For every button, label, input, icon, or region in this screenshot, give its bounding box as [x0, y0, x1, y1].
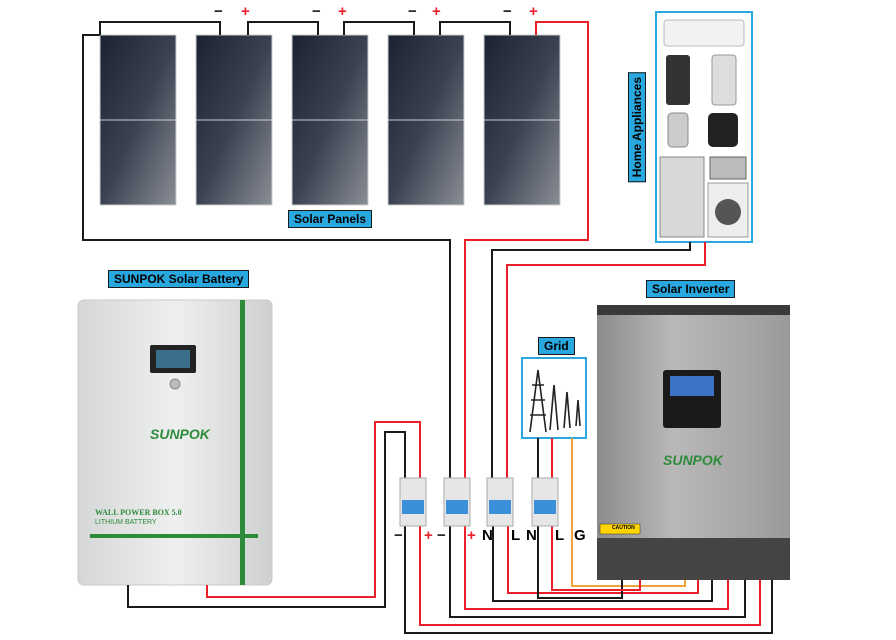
solar-panel	[291, 34, 369, 206]
inverter-lcd	[670, 376, 714, 396]
battery-power-button	[169, 378, 181, 390]
terminal-ground: G	[574, 527, 586, 544]
solar-panel	[195, 34, 273, 206]
battery-model: WALL POWER BOX 5.0	[95, 508, 182, 517]
breaker-battery	[399, 477, 427, 527]
breakers	[399, 477, 559, 527]
polarity-positive: +	[432, 3, 441, 20]
battery-type: LITHIUM BATTERY	[95, 519, 157, 526]
washing-machine-icon	[707, 182, 749, 238]
breaker-grid	[531, 477, 559, 527]
solar-panel	[387, 34, 465, 206]
solar-panels-label: Solar Panels	[288, 210, 373, 228]
grid-box	[521, 357, 587, 439]
panel-wiring	[82, 21, 589, 478]
terminal-battery-negative: −	[394, 527, 403, 544]
oven-icon	[709, 156, 747, 180]
terminal-pv-positive: +	[467, 527, 476, 544]
blender-icon	[666, 55, 690, 105]
terminal-grid-live: L	[555, 527, 565, 544]
polarity-negative: −	[408, 3, 417, 20]
inverter-caution-sticker: CAUTION	[612, 525, 635, 531]
power-tower-icon	[529, 369, 581, 433]
air-fryer-icon	[708, 113, 738, 147]
terminal-output-live: L	[511, 527, 521, 544]
solar-panel-array	[99, 34, 561, 206]
sunpok-battery	[77, 299, 273, 586]
terminal-pv-negative: −	[437, 527, 446, 544]
polarity-positive: +	[529, 3, 538, 20]
polarity-negative: −	[312, 3, 321, 20]
terminal-output-neutral: N	[482, 527, 493, 544]
home-appliances-label: Home Appliances	[628, 72, 646, 183]
solar-inverter	[597, 305, 790, 580]
solar-panel	[483, 34, 561, 206]
polarity-negative: −	[214, 3, 223, 20]
polarity-negative: −	[503, 3, 512, 20]
air-conditioner-icon	[663, 19, 745, 47]
grid-label: Grid	[538, 337, 575, 355]
polarity-positive: +	[338, 3, 347, 20]
breaker-pv	[443, 477, 471, 527]
refrigerator-icon	[659, 156, 705, 238]
battery-logo: SUNPOK	[150, 426, 210, 442]
terminal-grid-neutral: N	[526, 527, 537, 544]
food-processor-icon	[711, 54, 737, 106]
polarity-positive: +	[241, 3, 250, 20]
breaker-ac-output	[486, 477, 514, 527]
home-appliances-panel	[655, 11, 753, 243]
inverter-label: Solar Inverter	[646, 280, 736, 298]
battery-label: SUNPOK Solar Battery	[108, 270, 250, 288]
inverter-logo: SUNPOK	[663, 452, 723, 468]
solar-panel	[99, 34, 177, 206]
kettle-icon	[667, 112, 689, 148]
terminal-battery-positive: +	[424, 527, 433, 544]
